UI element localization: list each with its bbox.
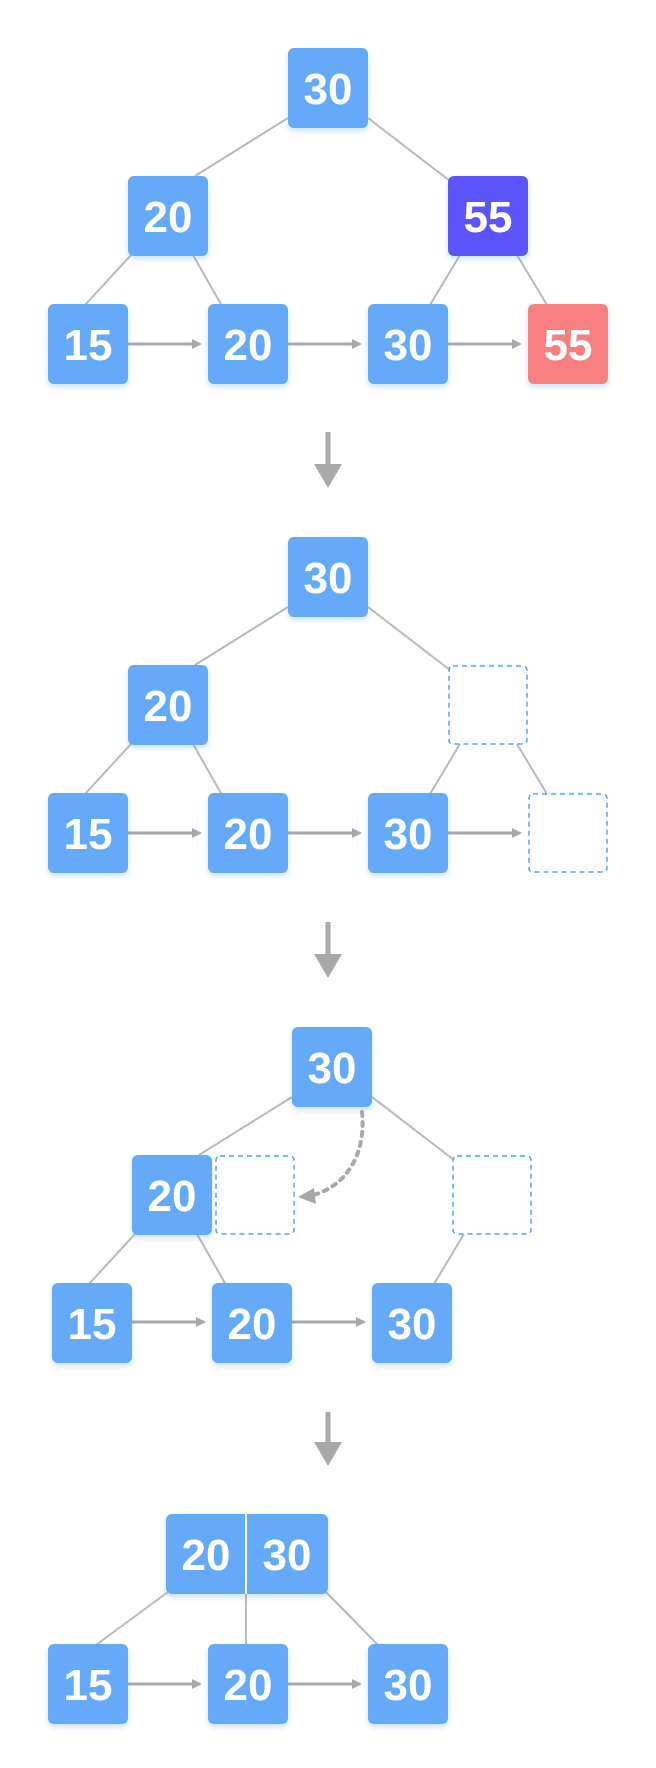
node-key: 20 <box>224 1661 273 1710</box>
node-key: 20 <box>148 1172 197 1221</box>
leaf-node: 15 <box>48 1644 128 1724</box>
node-box <box>368 304 448 384</box>
node-key: 15 <box>64 1661 113 1710</box>
borrow-key-arrow <box>308 1110 365 1198</box>
node-key: 30 <box>308 1044 357 1093</box>
edge <box>516 254 548 306</box>
node-key: 55 <box>544 321 593 370</box>
root-node: 30 <box>288 48 368 128</box>
leaf-node: 15 <box>48 793 128 873</box>
edge <box>367 117 451 182</box>
leaf-node: 30 <box>368 1644 448 1724</box>
leaf-node: 20 <box>208 304 288 384</box>
node-key: 15 <box>68 1300 117 1349</box>
node-box <box>48 304 128 384</box>
leaf-node: 20 <box>208 1644 288 1724</box>
node-box <box>212 1283 292 1363</box>
root-node: 30 <box>292 1027 372 1107</box>
node-key: 15 <box>64 810 113 859</box>
node-key: 30 <box>384 1661 433 1710</box>
node-key: 30 <box>384 321 433 370</box>
node-box <box>208 793 288 873</box>
node-key: 30 <box>384 810 433 859</box>
internal-node-right-highlighted: 55 <box>448 176 528 256</box>
edge <box>325 1591 379 1646</box>
node-key: 20 <box>144 193 193 242</box>
edge <box>192 743 223 796</box>
node-box <box>128 665 208 745</box>
node-box <box>48 1644 128 1724</box>
node-box <box>288 537 368 617</box>
step-down-arrow <box>314 1412 342 1466</box>
leaf-node: 15 <box>52 1283 132 1363</box>
internal-node-left: 20 <box>128 176 208 256</box>
node-key: 30 <box>263 1531 312 1580</box>
stage-3: 30 20 15 20 30 <box>52 1027 532 1363</box>
node-box <box>528 304 608 384</box>
edge <box>198 1096 293 1156</box>
edge <box>84 743 132 795</box>
edge <box>433 1233 465 1285</box>
node-box <box>448 176 528 256</box>
node-key: 15 <box>64 321 113 370</box>
node-key: 20 <box>144 682 193 731</box>
edge <box>196 1233 227 1286</box>
edge <box>95 1591 169 1646</box>
node-box <box>128 176 208 256</box>
edge <box>88 1233 136 1285</box>
node-box <box>372 1283 452 1363</box>
edge <box>371 1096 455 1161</box>
edge <box>516 743 548 795</box>
node-key: 20 <box>224 810 273 859</box>
node-box <box>132 1155 212 1235</box>
leaf-node: 30 <box>372 1283 452 1363</box>
node-box <box>48 793 128 873</box>
merged-root-node: 20 30 <box>166 1514 328 1594</box>
node-box <box>368 793 448 873</box>
node-key: 20 <box>182 1531 231 1580</box>
node-box <box>52 1283 132 1363</box>
node-key: 30 <box>388 1300 437 1349</box>
root-node: 30 <box>288 537 368 617</box>
empty-leaf-node <box>528 793 608 873</box>
step-down-arrow <box>314 922 342 978</box>
node-key: 20 <box>228 1300 277 1349</box>
internal-node-left: 20 <box>132 1155 212 1235</box>
leaf-node: 15 <box>48 304 128 384</box>
node-box <box>208 1644 288 1724</box>
internal-node-left: 20 <box>128 665 208 745</box>
borrow-key-arrowhead <box>298 1188 316 1204</box>
stage-1: 30 20 55 15 20 30 55 <box>48 48 608 384</box>
node-box <box>208 304 288 384</box>
edge <box>194 117 289 177</box>
node-box <box>368 1644 448 1724</box>
stage-2: 30 20 15 20 30 <box>48 537 608 873</box>
node-box <box>292 1027 372 1107</box>
stage-4: 20 30 15 20 30 <box>48 1514 448 1724</box>
edge <box>367 606 451 671</box>
leaf-node-to-delete: 55 <box>528 304 608 384</box>
leaf-node: 30 <box>368 304 448 384</box>
leaf-node: 30 <box>368 793 448 873</box>
edge <box>429 254 461 306</box>
empty-internal-node <box>452 1155 532 1235</box>
step-down-arrow <box>314 432 342 488</box>
edge <box>84 254 132 306</box>
node-key: 30 <box>304 554 353 603</box>
node-box <box>288 48 368 128</box>
node-key: 55 <box>464 193 513 242</box>
edge <box>429 743 461 795</box>
node-key: 20 <box>224 321 273 370</box>
leaf-node: 20 <box>208 793 288 873</box>
leaf-node: 20 <box>212 1283 292 1363</box>
edge <box>194 606 289 666</box>
empty-key-slot <box>215 1155 295 1235</box>
edge <box>192 254 223 307</box>
empty-internal-node <box>448 665 528 745</box>
node-key: 30 <box>304 65 353 114</box>
